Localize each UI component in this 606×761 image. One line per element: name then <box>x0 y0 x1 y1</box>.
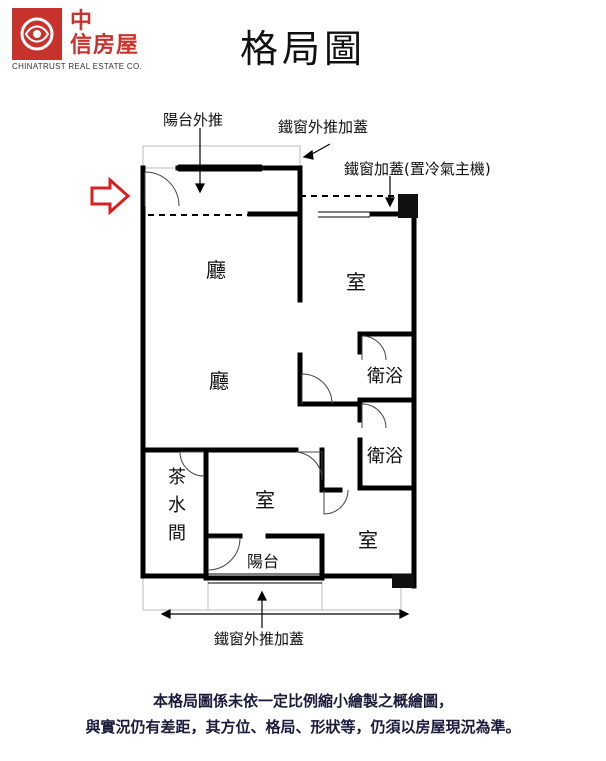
disclaimer-line-2: 與實況仍有差距，其方位、格局、形狀等，仍須以房屋現況為準。 <box>85 718 521 736</box>
room-balcony-bottom: 陽台 <box>247 552 280 571</box>
logo-name: 中 信房屋 <box>70 9 140 58</box>
label-iron-window-bottom: 鐵窗外推加蓋 <box>214 630 305 648</box>
label-balcony-push-out: 陽台外推 <box>163 111 224 129</box>
logo-subtitle: CHINATRUST REAL ESTATE CO. <box>12 62 143 71</box>
corner-pillar <box>398 194 418 218</box>
room-bath-1: 衛浴 <box>367 366 403 387</box>
annotation-arrows <box>160 128 410 628</box>
corner-pillar <box>392 574 414 588</box>
door-swings <box>144 171 387 571</box>
windows <box>178 164 370 584</box>
red-arrow-icon <box>90 176 131 216</box>
disclaimer-line-1: 本格局圖係未依一定比例縮小繪製之概繪圖， <box>152 692 453 710</box>
page-title: 格局圖 <box>239 27 366 71</box>
dashed-lines <box>148 195 396 216</box>
room-top-right: 室 <box>346 270 366 294</box>
logo-mark-icon <box>12 8 62 60</box>
brand-logo: 中 信房屋 CHINATRUST REAL ESTATE CO. <box>12 8 152 71</box>
room-living-bottom: 廳 <box>209 369 229 393</box>
label-iron-window-top: 鐵窗外推加蓋 <box>278 118 369 136</box>
room-bath-2: 衛浴 <box>367 446 403 467</box>
room-tea: 茶水間 <box>168 467 186 544</box>
disclaimer-note: 本格局圖係未依一定比例縮小繪製之概繪圖， 與實況仍有差距，其方位、格局、形狀等，… <box>0 688 606 740</box>
label-iron-window-ac: 鐵窗加蓋(置冷氣主機) <box>344 160 491 178</box>
room-middle: 室 <box>255 488 275 512</box>
walls <box>140 165 417 589</box>
room-living-top: 廳 <box>206 258 226 282</box>
room-bottom-right: 室 <box>358 528 378 552</box>
